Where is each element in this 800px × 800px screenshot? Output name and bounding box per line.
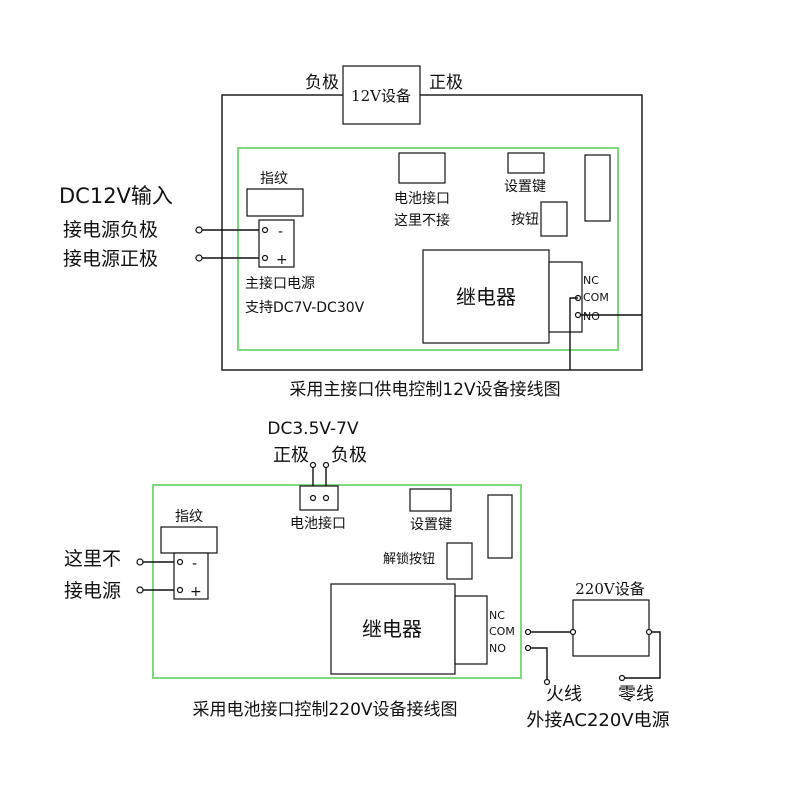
bottom-set-key-label: 设置键: [410, 517, 452, 533]
bottom-wiring-diagram: DC3.5V-7V 正极 负极 电池接口 指纹 设置键 解锁按钮 这里不 接电源…: [64, 419, 670, 731]
bottom-live-terminal: [543, 678, 551, 686]
bottom-220v-device-box: [572, 599, 650, 657]
bottom-side-component: [487, 494, 513, 559]
top-input-neg-label: 接电源负极: [63, 219, 158, 241]
top-com-wire: [569, 297, 578, 370]
top-fingerprint-label: 指纹: [260, 171, 288, 187]
bottom-pcb-board: [152, 484, 522, 679]
bottom-neutral-terminal: [618, 674, 626, 682]
top-no-label: NO: [583, 310, 600, 323]
top-main-port-line2: 支持DC7V-DC30V: [245, 300, 365, 316]
top-input-title: DC12V输入: [59, 184, 173, 208]
bottom-device-left-dot: [569, 628, 577, 636]
top-wiring-diagram: 12V设备 负极 正极 指纹 电池接口 这里不接 设置键 按钮 DC12V输入 …: [59, 65, 643, 400]
top-com-label: COM: [583, 291, 609, 304]
bottom-input-dot-2: [136, 586, 144, 594]
bottom-no-dot: [524, 644, 532, 652]
bottom-com-dot: [524, 628, 532, 636]
bottom-neg-label: 负极: [331, 445, 367, 466]
bottom-live-wire: [530, 647, 548, 680]
top-input-neg-terminal: [195, 226, 203, 234]
top-battery-port: [398, 152, 446, 184]
top-12v-device-label: 12V设备: [351, 87, 411, 105]
bottom-battery-port-label: 电池接口: [290, 515, 346, 532]
bottom-com-label: COM: [489, 625, 515, 638]
top-pos-label: 正极: [429, 73, 463, 93]
top-relay: [422, 249, 550, 344]
bottom-no-power-line1: 这里不: [64, 548, 121, 570]
bottom-terminal-pos-dot: [176, 586, 184, 594]
top-input-pos-label: 接电源正极: [63, 248, 158, 270]
bottom-pos-label: 正极: [273, 445, 309, 466]
top-caption: 采用主接口供电控制12V设备接线图: [289, 380, 560, 400]
bottom-terminal-plus: +: [190, 584, 202, 600]
top-terminal-pos-dot: [261, 254, 269, 262]
top-nc-label: NC: [583, 274, 599, 287]
top-fingerprint-module: [246, 188, 304, 217]
top-button-label: 按钮: [511, 212, 539, 228]
top-main-port-line1: 主接口电源: [245, 275, 315, 292]
top-12v-device-box: [342, 65, 421, 125]
bottom-no-power-line2: 接电源: [64, 580, 121, 602]
top-set-key-label: 设置键: [504, 179, 546, 195]
top-battery-note: 这里不接: [394, 212, 450, 229]
bottom-220v-device-label: 220V设备: [575, 580, 644, 598]
bottom-battery-port: [299, 485, 339, 511]
top-outer-wire: [221, 94, 643, 371]
bottom-relay-terminal-block: [454, 595, 488, 665]
bottom-neg-dot: [322, 461, 330, 469]
bottom-no-label: NO: [489, 642, 506, 655]
bottom-device-right-dot: [645, 628, 653, 636]
top-input-pos-terminal: [195, 254, 203, 262]
bottom-nc-label: NC: [489, 609, 505, 622]
top-terminal-plus: +: [276, 252, 288, 268]
top-set-key: [507, 152, 545, 174]
bottom-unlock-button-label: 解锁按钮: [383, 551, 435, 567]
bottom-relay: [330, 583, 456, 675]
bottom-terminal-neg-dot: [176, 558, 184, 566]
top-pcb-board: [237, 147, 619, 351]
top-side-component: [584, 154, 611, 222]
bottom-fingerprint-label: 指纹: [175, 509, 203, 525]
top-terminal-neg-dot: [261, 226, 269, 234]
bottom-pos-dot: [309, 461, 317, 469]
bottom-neutral-label: 零线: [618, 684, 654, 705]
bottom-caption: 采用电池接口控制220V设备接线图: [192, 700, 457, 720]
top-terminal-minus: -: [278, 224, 283, 240]
bottom-relay-label: 继电器: [362, 617, 422, 641]
bottom-battery-pos-pin: [309, 494, 317, 502]
bottom-live-label: 火线: [546, 684, 582, 705]
bottom-neutral-wire: [624, 631, 661, 679]
top-relay-label: 继电器: [456, 285, 516, 309]
bottom-dc-range: DC3.5V-7V: [267, 419, 359, 439]
top-battery-port-label: 电池接口: [394, 190, 450, 207]
bottom-battery-neg-pin: [322, 494, 330, 502]
bottom-terminal-minus: -: [192, 556, 197, 572]
top-no-dot: [574, 311, 582, 319]
bottom-set-key: [409, 488, 452, 512]
top-neg-label: 负极: [305, 73, 339, 93]
top-button: [540, 201, 568, 237]
bottom-unlock-button: [446, 542, 473, 580]
bottom-fingerprint-module: [160, 526, 218, 554]
bottom-ext-power-label: 外接AC220V电源: [526, 710, 669, 731]
bottom-input-dot-1: [136, 558, 144, 566]
